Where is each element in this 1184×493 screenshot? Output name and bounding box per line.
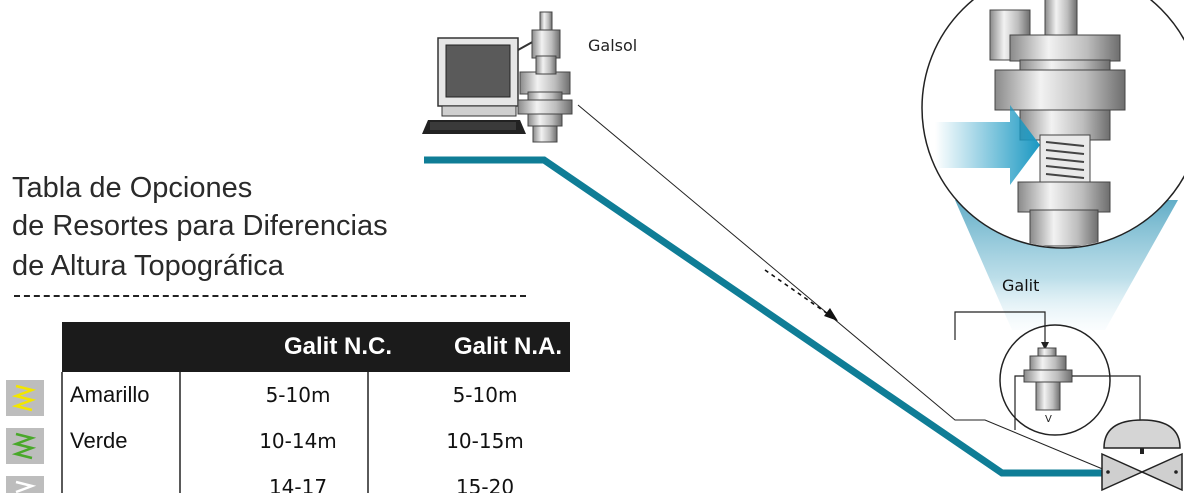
galit-nc-value: 14-17: [268, 475, 328, 493]
table-row: 14-17 15-20: [62, 464, 570, 493]
magnifier-circle: [921, 0, 1184, 249]
spring-color-name: Verde: [70, 428, 128, 453]
flow-arrow: [764, 269, 829, 315]
spring-color-name: Amarillo: [70, 382, 150, 407]
spring-color-name: [62, 464, 196, 493]
spring-swatch-verde: [6, 428, 44, 464]
main-valve-icon: [1101, 419, 1183, 492]
signal-line: [577, 104, 1106, 471]
spring-swatch-amarillo: [6, 380, 44, 416]
spring-swatch-third: [6, 476, 44, 493]
heading-line-3: de Altura Topográfica: [12, 250, 284, 282]
table-header-cell: Galit N.C.: [196, 322, 400, 372]
galit-na-value: 15-20: [455, 475, 515, 493]
galit-label: Galit: [1002, 276, 1040, 295]
heading-line-2: de Resortes para Diferencias: [12, 210, 388, 242]
pressure-arrow-icon: [935, 105, 1040, 185]
flow-arrowhead-icon: [824, 308, 838, 321]
table-row: Verde 10-14m 10-15m: [62, 418, 570, 464]
valve-mark: V: [1045, 414, 1052, 425]
galit-na-value: 10-15m: [446, 429, 524, 453]
table-row: Amarillo 5-10m 5-10m: [62, 372, 570, 418]
galit-detail-circle: [954, 311, 1141, 436]
galsol-label: Galsol: [588, 36, 638, 55]
galit-nc-value: 10-14m: [259, 429, 337, 453]
table-header-cell: [62, 322, 196, 372]
galsol-device-icon: [517, 11, 573, 143]
heading-divider: [14, 295, 526, 297]
heading-line-1: Tabla de Opciones: [12, 172, 253, 204]
galit-na-value: 5-10m: [452, 383, 518, 407]
galit-nc-value: 5-10m: [265, 383, 331, 407]
computer-icon: [422, 37, 537, 134]
pipe-line: [424, 156, 1118, 477]
table-header-cell: Galit N.A.: [400, 322, 570, 372]
spring-options-table: Galit N.C. Galit N.A. Amarillo 5-10m 5-1…: [62, 322, 570, 493]
table-header-row: Galit N.C. Galit N.A.: [62, 322, 570, 372]
